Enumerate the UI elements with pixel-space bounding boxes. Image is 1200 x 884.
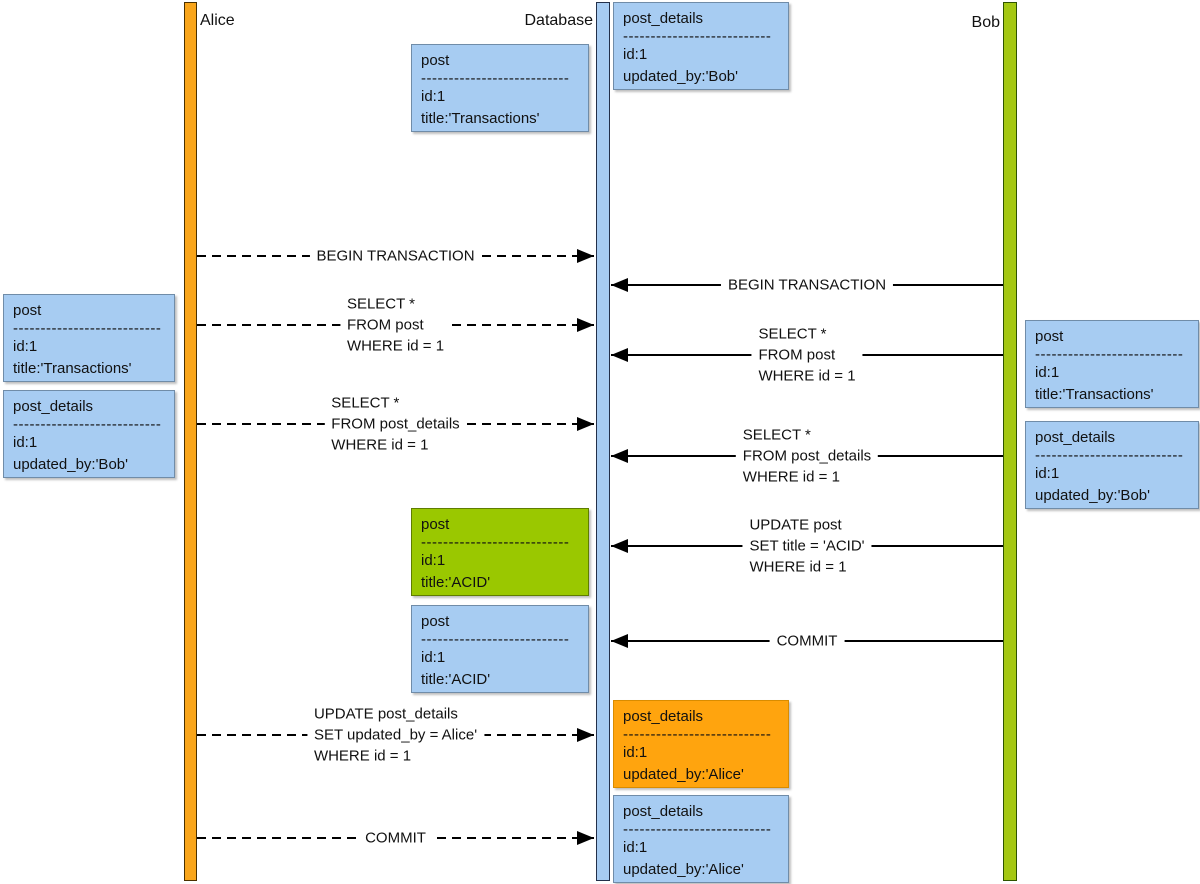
note-separator: --------------------------- — [623, 30, 772, 44]
note-title: post — [1035, 328, 1064, 345]
message-label: SELECT * FROM post WHERE id = 1 — [751, 323, 863, 387]
note-row: updated_by:'Alice' — [623, 766, 744, 783]
message-label: UPDATE post_details SET updated_by = Ali… — [306, 703, 485, 767]
note-row: id:1 — [623, 839, 648, 856]
note-separator: --------------------------- — [421, 633, 570, 647]
message-label: COMMIT — [769, 630, 845, 652]
message-label: BEGIN TRANSACTION — [309, 245, 482, 267]
note-db-post-acid-uncommitted: post --------------------------- id:1 ti… — [411, 508, 589, 596]
note-row: id:1 — [1035, 465, 1060, 482]
note-db-post-transactions: post --------------------------- id:1 ti… — [411, 44, 589, 132]
message-label: SELECT * FROM post WHERE id = 1 — [339, 293, 452, 357]
arrowhead-icon — [577, 728, 594, 742]
note-title: post_details — [623, 10, 704, 27]
note-separator: --------------------------- — [623, 728, 772, 742]
note-row: id:1 — [623, 744, 648, 761]
arrowhead-icon — [577, 417, 594, 431]
note-separator: --------------------------- — [1035, 449, 1184, 463]
note-row: title:'Transactions' — [1035, 386, 1154, 403]
message-label: COMMIT — [358, 827, 433, 849]
note-title: post_details — [623, 803, 704, 820]
note-bob-post-details-bob: post_details ---------------------------… — [1025, 421, 1199, 509]
note-separator: --------------------------- — [1035, 348, 1184, 362]
participant-label-database: Database — [524, 12, 594, 29]
note-title: post — [421, 52, 450, 69]
note-db-post-details-bob: post_details ---------------------------… — [613, 2, 789, 90]
note-row: id:1 — [1035, 364, 1060, 381]
lifeline-database — [596, 2, 610, 881]
note-title: post_details — [13, 398, 94, 415]
note-title: post_details — [623, 708, 704, 725]
note-bob-post-transactions: post --------------------------- id:1 ti… — [1025, 320, 1199, 408]
note-alice-post-details-bob: post_details ---------------------------… — [3, 390, 175, 478]
note-title: post — [421, 516, 450, 533]
note-alice-post-transactions: post --------------------------- id:1 ti… — [3, 294, 175, 382]
note-row: id:1 — [623, 46, 648, 63]
note-row: updated_by:'Bob' — [1035, 487, 1150, 504]
arrowhead-icon — [611, 278, 628, 292]
participant-label-bob: Bob — [971, 14, 1000, 31]
note-db-post-details-alice-uncommitted: post_details ---------------------------… — [613, 700, 789, 788]
note-row: title:'Transactions' — [421, 110, 540, 127]
note-separator: --------------------------- — [13, 322, 162, 336]
note-db-post-details-alice: post_details ---------------------------… — [613, 795, 789, 883]
message-label: SELECT * FROM post_details WHERE id = 1 — [324, 392, 467, 456]
note-title: post_details — [1035, 429, 1116, 446]
note-row: id:1 — [421, 88, 446, 105]
arrowhead-icon — [611, 449, 628, 463]
note-separator: --------------------------- — [421, 536, 570, 550]
note-separator: --------------------------- — [13, 418, 162, 432]
note-db-post-acid: post --------------------------- id:1 ti… — [411, 605, 589, 693]
note-separator: --------------------------- — [623, 823, 772, 837]
participant-label-alice: Alice — [200, 12, 235, 29]
arrowhead-icon — [577, 249, 594, 263]
message-label: UPDATE post SET title = 'ACID' WHERE id … — [742, 514, 872, 578]
note-row: updated_by:'Bob' — [623, 68, 738, 85]
note-row: id:1 — [13, 338, 38, 355]
arrowhead-icon — [611, 348, 628, 362]
arrowhead-icon — [577, 831, 594, 845]
note-title: post — [421, 613, 450, 630]
note-title: post — [13, 302, 42, 319]
note-row: id:1 — [421, 649, 446, 666]
lifeline-bob — [1003, 2, 1017, 881]
note-row: title:'ACID' — [421, 671, 491, 688]
message-label: SELECT * FROM post_details WHERE id = 1 — [735, 424, 879, 488]
arrowhead-icon — [611, 634, 628, 648]
note-row: title:'ACID' — [421, 574, 491, 591]
note-separator: --------------------------- — [421, 72, 570, 86]
note-row: id:1 — [421, 552, 446, 569]
note-row: title:'Transactions' — [13, 360, 132, 377]
note-row: updated_by:'Bob' — [13, 456, 128, 473]
message-label: BEGIN TRANSACTION — [720, 274, 894, 296]
arrowhead-icon — [577, 318, 594, 332]
note-row: updated_by:'Alice' — [623, 861, 744, 878]
note-row: id:1 — [13, 434, 38, 451]
arrowhead-icon — [611, 539, 628, 553]
lifeline-alice — [184, 2, 197, 881]
